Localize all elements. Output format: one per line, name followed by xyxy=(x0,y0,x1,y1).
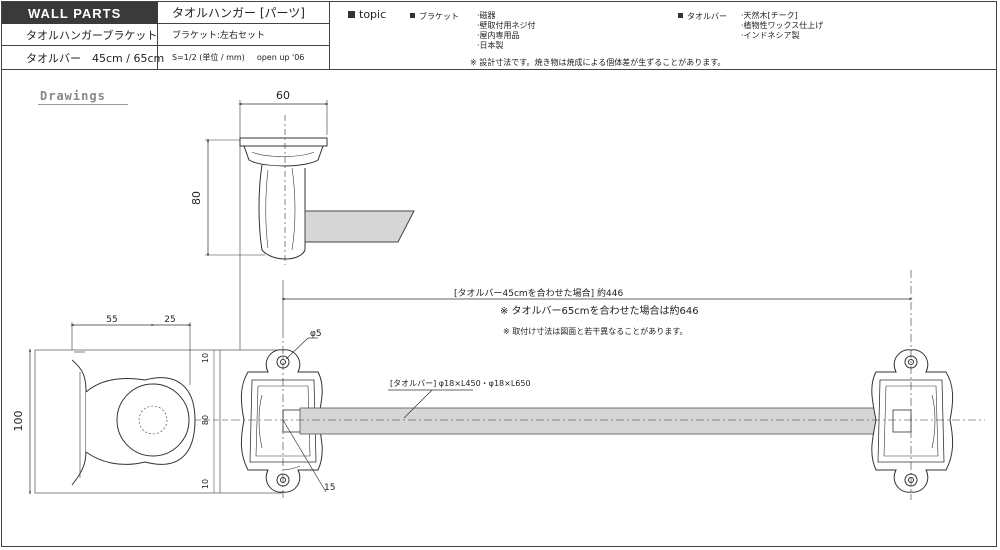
dim-15-arc xyxy=(282,465,301,471)
scale-info: S=1/2 (単位 / mm) open up '06 xyxy=(158,46,330,69)
dim-10-bottom: 10 xyxy=(201,479,210,489)
span-65-label: ※ タオルバー65cmを合わせた場合は約646 xyxy=(500,304,699,317)
dim-80-side: 80 xyxy=(190,191,203,205)
dim-80-mid: 80 xyxy=(201,415,210,425)
spec-item: ·日本製 xyxy=(477,41,504,50)
topic-heading: topic xyxy=(348,8,386,21)
dim-100: 100 xyxy=(12,411,25,432)
spec-item: ·屋内専用品 xyxy=(477,31,520,40)
dim-60: 60 xyxy=(276,89,290,102)
spec-item: ·インドネシア製 xyxy=(741,31,800,40)
bracket-spec-label: ブラケット xyxy=(419,12,459,21)
bracket-spec-list: ·磁器 ·壁取付用ネジ付 ·屋内専用品 ·日本製 xyxy=(477,11,536,51)
square-bullet-icon xyxy=(410,13,415,18)
dim-25: 25 xyxy=(164,315,175,325)
bracket-front-left xyxy=(240,349,323,493)
drawings-title-underline xyxy=(38,104,128,105)
phi5-leader xyxy=(285,337,309,360)
square-bullet-icon xyxy=(348,11,355,18)
bracket-top-view xyxy=(34,322,283,494)
product-name: タオルハンガー [パーツ] xyxy=(158,2,330,24)
dim-phi5: φ5 xyxy=(310,329,322,339)
design-note: ※ 設計寸法です。焼き物は焼成による個体差が生ずることがあります。 xyxy=(470,58,726,67)
towel-bar xyxy=(299,407,896,435)
dim-10-top: 10 xyxy=(201,353,210,363)
dim-55: 55 xyxy=(106,315,117,325)
product-type: タオルハンガーブラケット xyxy=(2,24,158,46)
spec-item: ·植物性ワックス仕上げ xyxy=(741,21,824,30)
mount-note: ※ 取付け寸法は図面と若干異なることがあります。 xyxy=(503,326,687,336)
spec-item: ·磁器 xyxy=(477,11,496,20)
towelbar-spec-list: ·天然木[チーク] ·植物性ワックス仕上げ ·インドネシア製 xyxy=(741,11,823,41)
square-bullet-icon xyxy=(678,13,683,18)
category-label: WALL PARTS xyxy=(2,2,158,24)
bracket-front-right xyxy=(871,349,954,493)
topic-label: topic xyxy=(359,8,387,21)
dim-15-leader xyxy=(282,419,327,493)
spec-item: ·天然木[チーク] xyxy=(741,11,798,20)
scale-text: S=1/2 (単位 / mm) xyxy=(172,53,245,62)
towelbar-spec-label: タオルバー xyxy=(687,12,727,21)
drawings-title: Drawings xyxy=(40,89,106,103)
center-lines xyxy=(232,270,985,500)
dim-15: 15 xyxy=(324,483,335,493)
header-divider xyxy=(2,69,996,70)
span-45-label: [タオルバー45cmを合わせた場合] 約446 xyxy=(454,287,624,299)
size-options: タオルバー 45cm / 65cm xyxy=(2,46,164,69)
bar-label: [タオルバー] φ18×L450・φ18×L650 xyxy=(390,379,531,388)
open-up-text: open up '06 xyxy=(256,53,305,62)
towelbar-spec: タオルバー ·天然木[チーク] ·植物性ワックス仕上げ ·インドネシア製 xyxy=(678,11,823,41)
bracket-set: ブラケット:左右セット xyxy=(158,24,330,46)
spec-item: ·壁取付用ネジ付 xyxy=(477,21,536,30)
bar-label-pointer xyxy=(403,389,433,419)
bracket-spec: ブラケット ·磁器 ·壁取付用ネジ付 ·屋内専用品 ·日本製 xyxy=(410,11,536,51)
bracket-side-view xyxy=(205,100,415,350)
